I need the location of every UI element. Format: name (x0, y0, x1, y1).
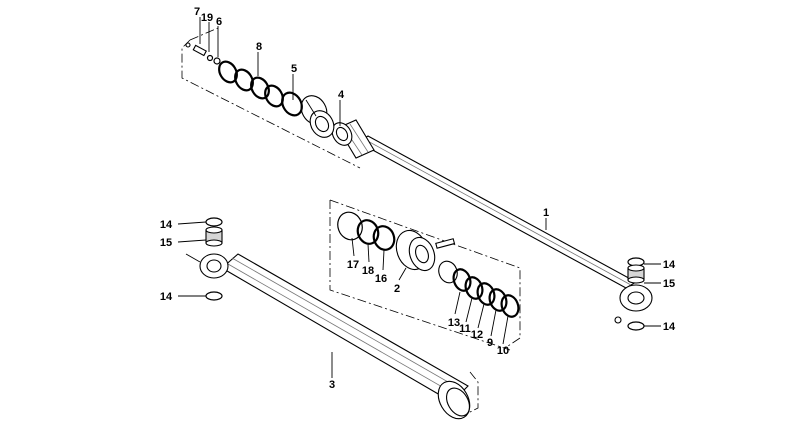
callout-9: 9 (487, 337, 493, 349)
callout-11: 11 (459, 323, 471, 335)
piston-assembly-upper (185, 42, 353, 146)
leader-lines (177, 17, 661, 378)
assembly-boundary-lower (465, 371, 479, 415)
callout-7: 7 (194, 6, 200, 18)
callout-14-left-top: 14 (160, 219, 173, 231)
callout-10: 10 (497, 345, 509, 357)
callout-14-right-bottom: 14 (663, 321, 676, 333)
cylinder-tube (185, 253, 471, 420)
callout-14-right-top: 14 (663, 259, 676, 271)
callout-5: 5 (291, 63, 297, 75)
assembly-boundary-middle (329, 199, 521, 351)
callout-1: 1 (543, 207, 549, 219)
gland-assembly-middle (337, 211, 520, 318)
callout-6: 6 (216, 16, 222, 28)
callout-18: 18 (362, 265, 374, 277)
callout-14-left-bottom: 14 (160, 291, 173, 303)
callout-4: 4 (338, 89, 345, 101)
callout-2: 2 (394, 283, 400, 295)
callout-17: 17 (347, 259, 359, 271)
tube-eye-parts (205, 217, 223, 301)
piston-rod (337, 119, 653, 324)
callout-8: 8 (256, 41, 262, 53)
rod-eye-parts (627, 257, 645, 331)
callout-16: 16 (375, 273, 387, 285)
callout-15-left: 15 (160, 237, 172, 249)
callout-15-right: 15 (663, 278, 675, 290)
callout-19: 19 (201, 12, 213, 24)
callout-13: 13 (448, 317, 460, 329)
callout-12: 12 (471, 329, 483, 341)
callout-labels: 7 19 6 8 5 4 1 14 15 14 14 15 14 17 18 1… (160, 6, 676, 391)
callout-3: 3 (329, 379, 335, 391)
